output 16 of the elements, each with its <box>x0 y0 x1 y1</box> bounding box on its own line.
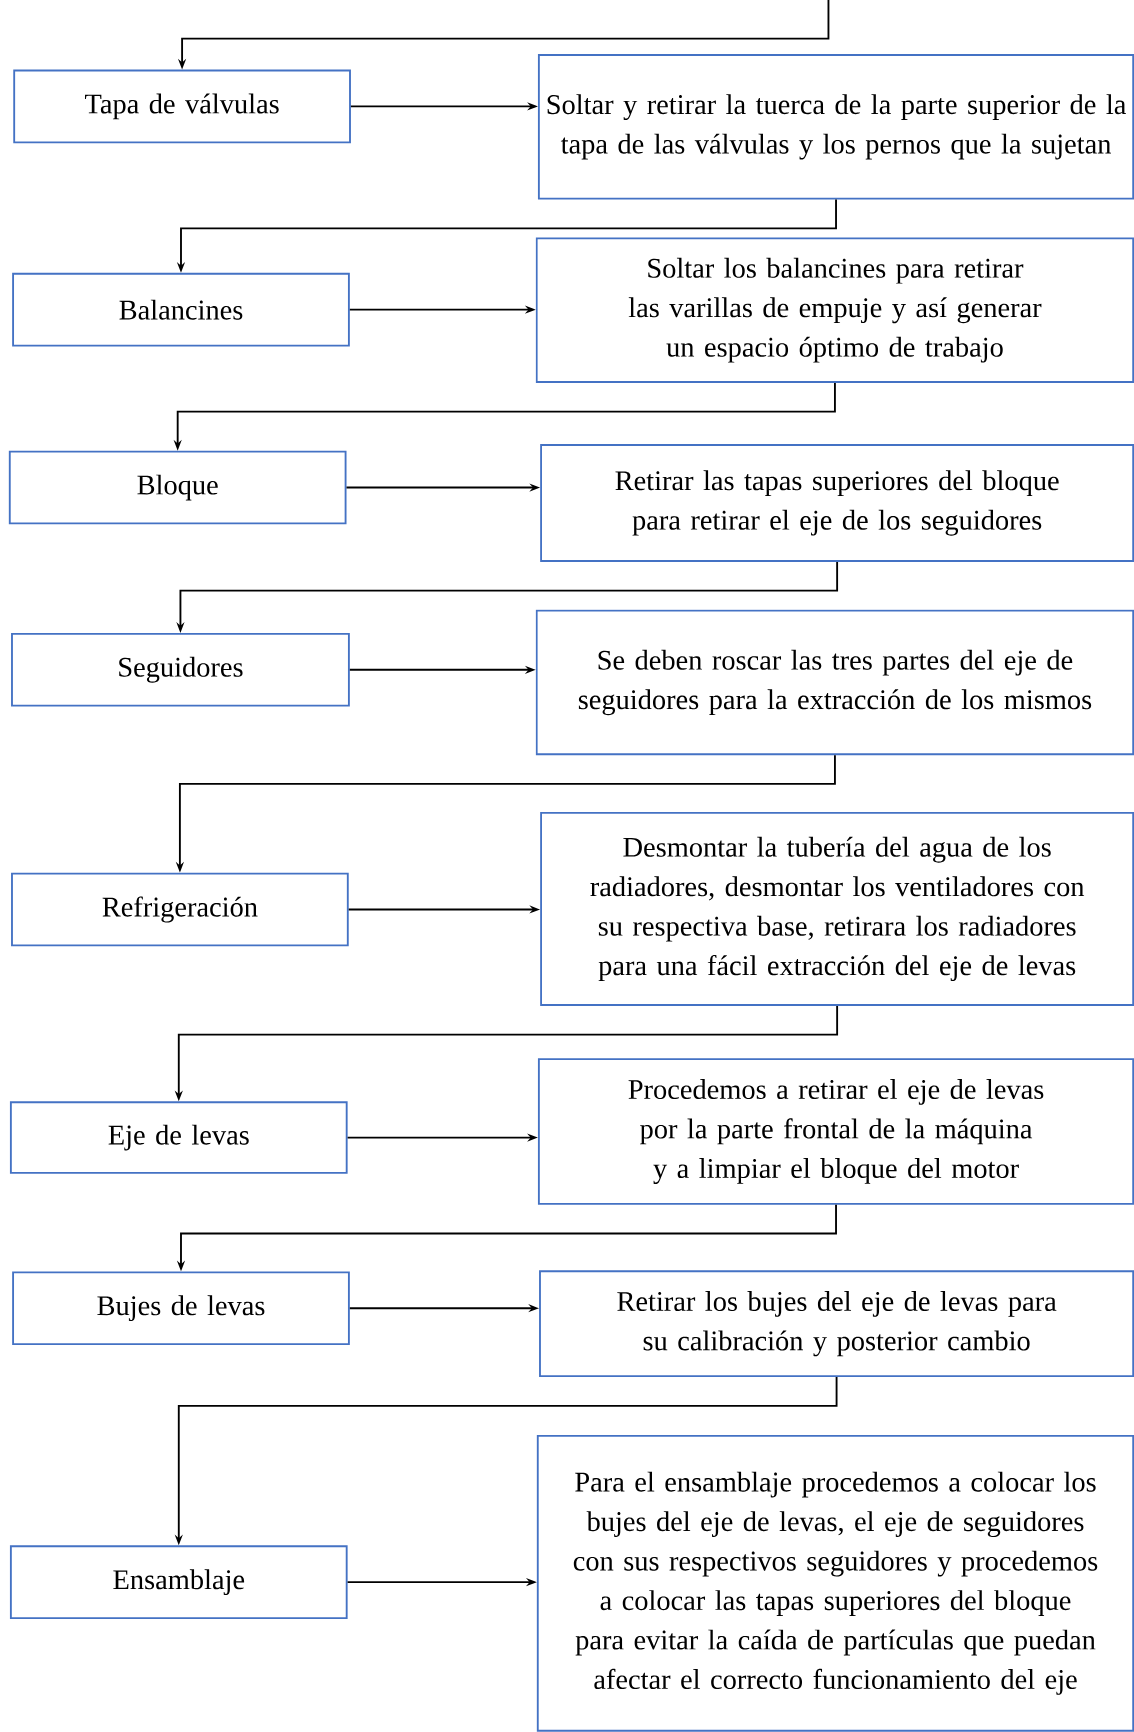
description-box: Se deben roscar las tres partes del eje de seguidores para la extracción de los mismos <box>535 609 1134 756</box>
step-box: Ensamblaje <box>9 1545 348 1619</box>
description-box: Soltar y retirar la tuerca de la parte superior de la tapa de las válvulas y los pernos que la sujetan <box>537 54 1134 200</box>
step-box: Refrigeración <box>10 872 349 947</box>
description-box: Desmontar la tubería del agua de los radiadores, desmontar los ventiladores con su respectiva base, retirara los radiadores para una fácil extracción del eje de levas <box>539 811 1134 1006</box>
step-box: Bloque <box>8 450 347 525</box>
step-box: Bujes de levas <box>11 1271 350 1346</box>
description-box: Retirar las tapas superiores del bloque para retirar el eje de los seguidores <box>539 444 1134 562</box>
step-box: Tapa de válvulas <box>13 69 351 144</box>
description-box: Procedemos a retirar el eje de levas por la parte frontal de la máquina y a limpiar el bloque del motor <box>537 1058 1134 1205</box>
description-box: Retirar los bujes del eje de levas para su calibración y posterior cambio <box>538 1270 1134 1378</box>
description-box: Soltar los balancines para retirar las varillas de empuje y así generar un espacio óptimo de trabajo <box>535 237 1134 383</box>
description-box: Para el ensamblaje procedemos a colocar los bujes del eje de levas, el eje de seguidores con sus respectivos seguidores y procedemos a colocar las tapas superiores del bloque para evitar la caída de partículas que puedan afectar el correcto funcionamiento del eje <box>536 1434 1134 1732</box>
step-box: Eje de levas <box>9 1101 348 1174</box>
step-box: Balancines <box>11 272 350 347</box>
step-box: Seguidores <box>10 632 350 707</box>
